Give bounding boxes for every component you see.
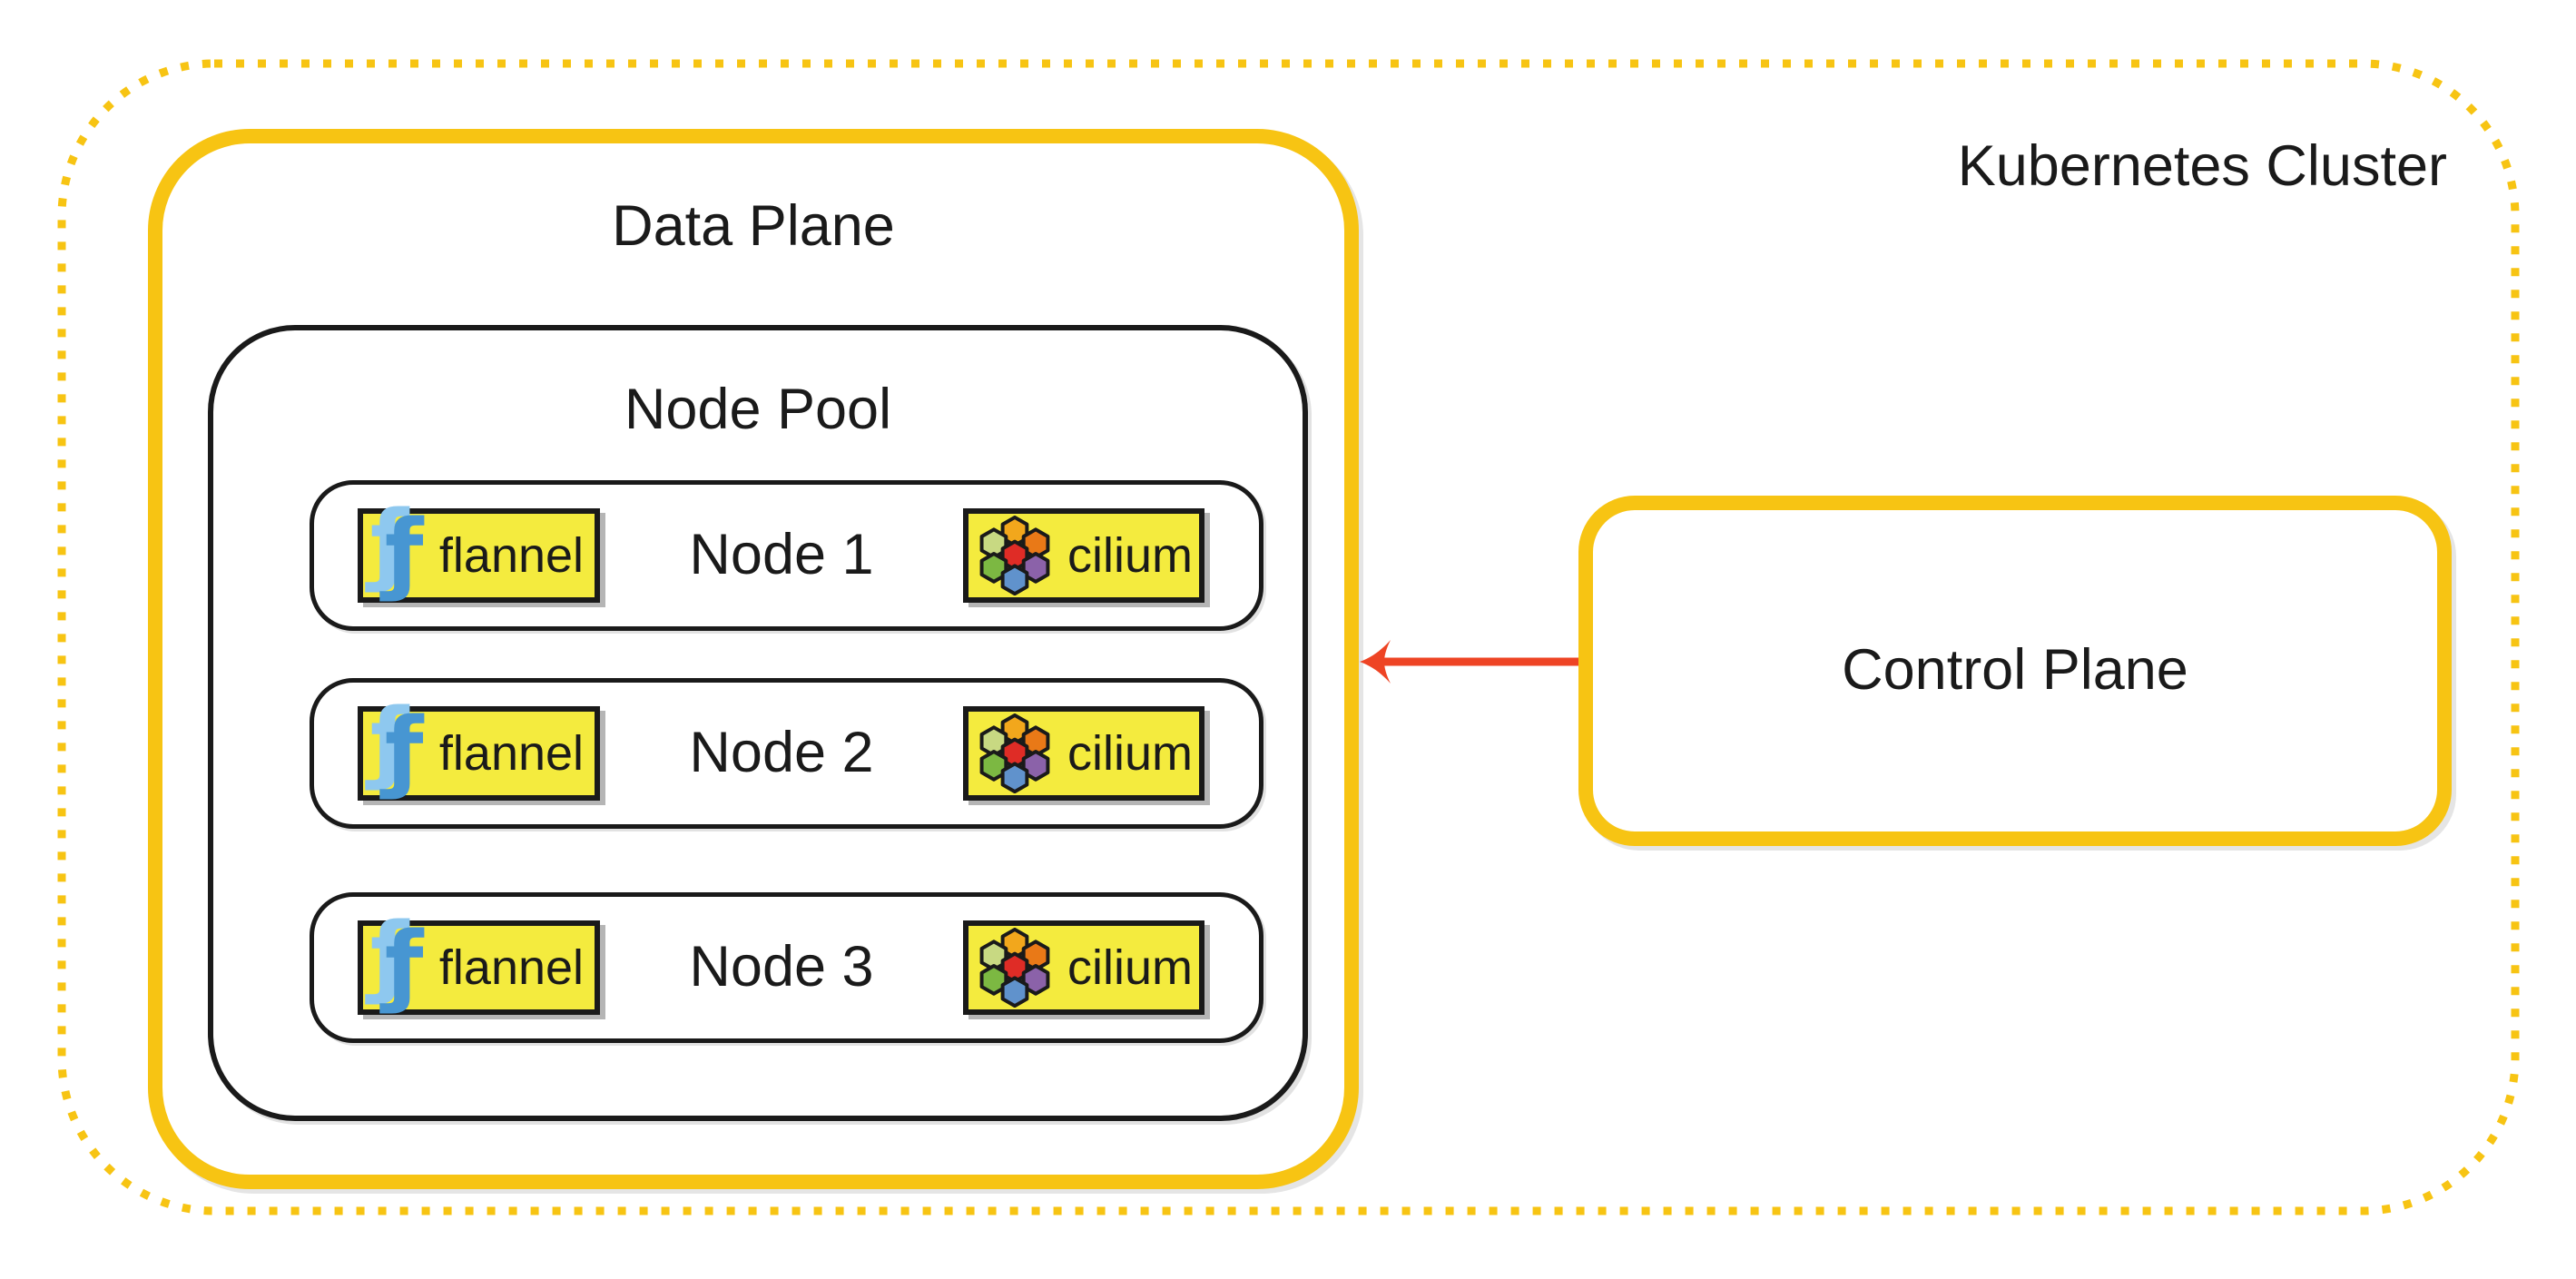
flannel-badge-label: flannel [438,726,585,781]
node-label: Node 2 [689,721,874,785]
cilium-badge-label: cilium [1067,528,1193,583]
node-row: ƒ ƒ flannel Node 3 cilium [310,892,1263,1043]
arrowhead-icon [1360,640,1391,684]
node-label: Node 1 [689,523,874,587]
cilium-badge: cilium [963,706,1204,801]
cilium-logo-icon [979,516,1050,595]
cilium-logo-icon [979,713,1050,793]
kubernetes-cluster-boundary [57,59,2520,1215]
flannel-logo-icon: ƒ ƒ [369,690,424,802]
node-label: Node 3 [689,935,874,999]
kubernetes-cluster-label: Kubernetes Cluster [1957,134,2447,198]
control-to-dataplane-arrow [1360,640,1581,684]
flannel-logo-icon: ƒ ƒ [369,904,424,1017]
flannel-badge-label: flannel [438,940,585,995]
node-row: ƒ ƒ flannel Node 2 cilium [310,678,1263,829]
node-pool-label: Node Pool [624,378,892,441]
flannel-badge: ƒ ƒ flannel [358,690,600,802]
flannel-badge: ƒ ƒ flannel [358,904,600,1017]
cilium-logo-icon [979,928,1050,1008]
flannel-logo-icon: ƒ ƒ [369,492,424,605]
cilium-badge-label: cilium [1067,940,1193,995]
data-plane-label: Data Plane [612,194,895,258]
control-plane-label: Control Plane [1842,638,2188,703]
flannel-badge: ƒ ƒ flannel [358,492,600,605]
control-plane-box: Control Plane [1578,496,2452,846]
node-row: ƒ ƒ flannel Node 1 cilium [310,480,1263,631]
cilium-badge: cilium [963,508,1204,603]
flannel-badge-label: flannel [438,528,585,583]
cluster-dotted-border [57,59,2520,1215]
cilium-badge-label: cilium [1067,726,1193,781]
cilium-badge: cilium [963,920,1204,1015]
